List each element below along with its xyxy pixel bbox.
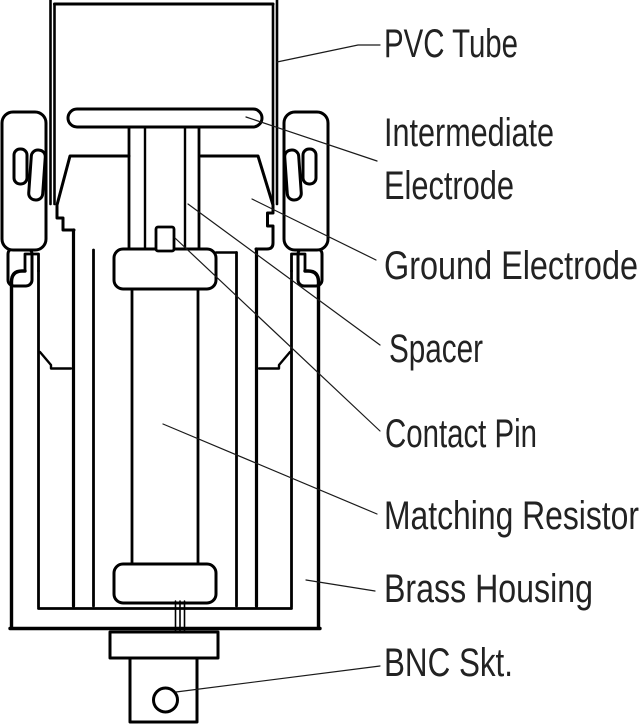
ground-electrode-right-profile — [199, 154, 275, 251]
housing-outer-left — [9, 269, 27, 629]
clip-right-slot-outer — [283, 148, 303, 202]
label-brass-housing: Brass Housing — [384, 567, 593, 611]
ground-electrode-left-profile — [55, 154, 131, 232]
leader-pvc-tube — [276, 44, 381, 63]
bnc-flange — [108, 630, 220, 660]
leader-brass-housing — [305, 579, 376, 592]
matching-resistor-part — [112, 247, 218, 605]
housing-outer-right — [303, 269, 321, 629]
label-bnc-socket: BNC Skt. — [384, 641, 513, 685]
intermediate-electrode-part — [66, 107, 264, 253]
leader-intermediate-electrode — [245, 116, 378, 162]
contact-pin-part — [154, 225, 186, 632]
clip-right-slot-inner — [301, 147, 318, 186]
callout-labels: PVC Tube Intermediate Electrode Ground E… — [384, 22, 639, 685]
contact-pin-lead-lines — [174, 600, 186, 632]
housing-lip-left — [23, 252, 40, 273]
label-intermediate-electrode-line1: Intermediate — [384, 111, 554, 155]
brass-housing-part — [8, 252, 322, 631]
resistor-body — [130, 287, 200, 566]
leader-bnc-socket — [175, 665, 381, 693]
bnc-hole — [152, 686, 179, 714]
contact-pin-head — [154, 225, 176, 253]
resistor-top-cap — [112, 247, 218, 291]
intermediate-electrode-stem — [127, 125, 201, 253]
housing-seat-left — [38, 350, 73, 370]
clip-left-slot-outer — [27, 148, 47, 202]
housing-lip-right — [290, 252, 307, 273]
spacer-part — [143, 125, 187, 253]
clip-left-slot-inner — [12, 147, 29, 186]
ground-electrode-part — [55, 154, 275, 608]
label-intermediate-electrode-line2: Electrode — [384, 164, 514, 208]
ground-clip-left — [0, 110, 48, 288]
leader-contact-pin — [174, 237, 381, 432]
bnc-socket-part — [108, 630, 220, 724]
label-ground-electrode: Ground Electrode — [384, 244, 638, 288]
leader-spacer — [187, 203, 381, 346]
leader-matching-resistor — [162, 423, 378, 515]
leader-ground-electrode — [251, 198, 377, 261]
pvc-tube-part — [49, 0, 279, 207]
label-pvc-tube: PVC Tube — [384, 22, 518, 66]
label-spacer: Spacer — [389, 327, 483, 371]
intermediate-electrode-disc — [66, 107, 264, 129]
leader-lines — [162, 44, 381, 693]
resistor-bottom-cap — [112, 562, 218, 605]
housing-seat-right — [257, 350, 292, 370]
label-matching-resistor: Matching Resistor — [384, 494, 639, 538]
label-contact-pin: Contact Pin — [385, 412, 537, 456]
